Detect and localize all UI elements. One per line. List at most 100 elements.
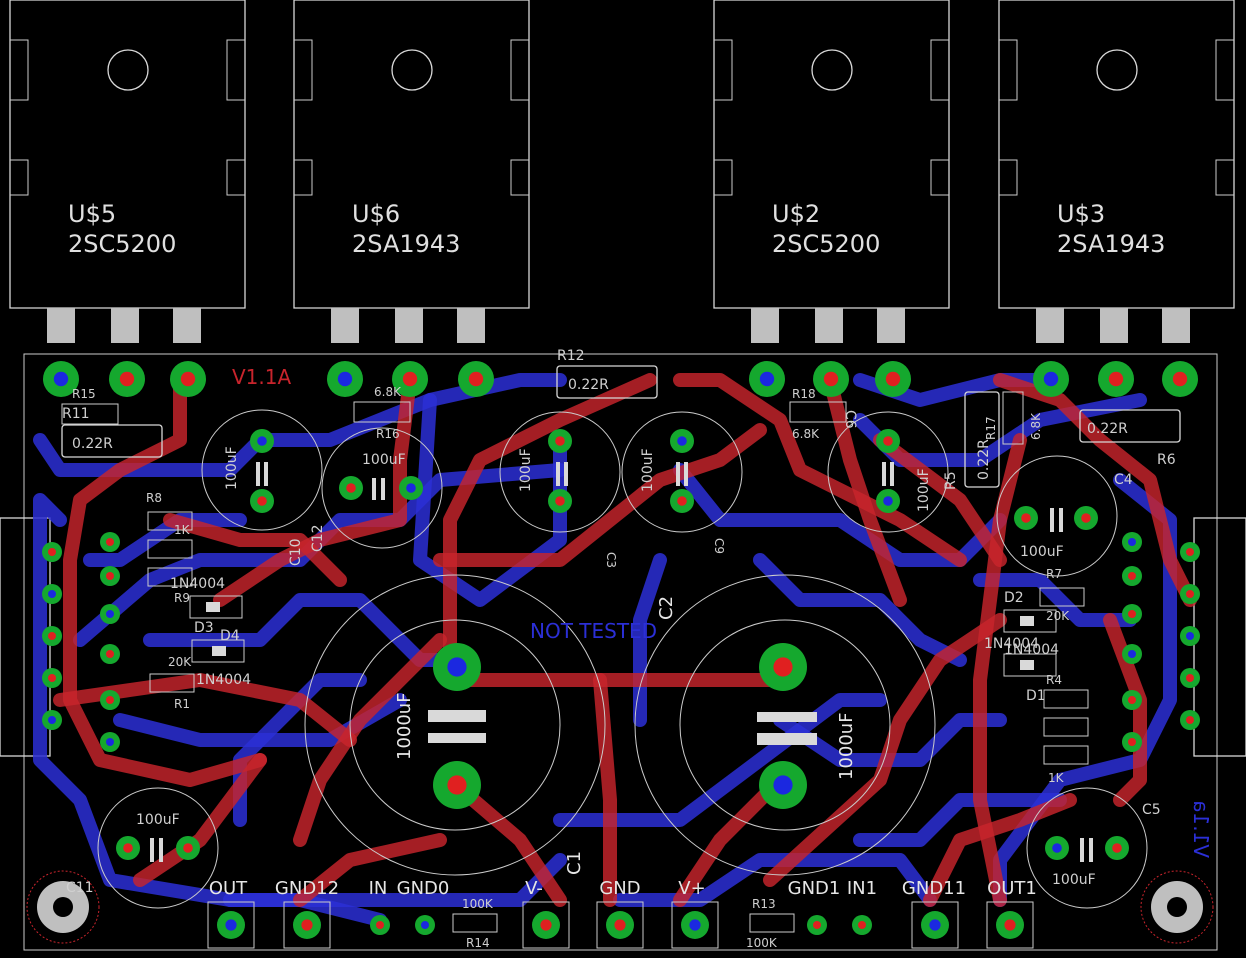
pad: [1074, 506, 1098, 530]
label-c12: C12: [310, 524, 326, 552]
transistor-u2: U$2 2SC5200: [713, 0, 950, 343]
pad: [399, 476, 423, 500]
diode-d1-body: [1003, 653, 1057, 677]
label-c11: C11: [66, 880, 94, 896]
label-r8: R8: [146, 491, 162, 505]
resistor-r4-body: [1043, 689, 1089, 709]
pad: [548, 429, 572, 453]
transistor-bodies: U$5 2SC5200 U$6 2SA1943 U$2: [9, 0, 1235, 343]
label-r5: R5: [943, 471, 959, 490]
pad: [43, 361, 79, 397]
pad: [996, 911, 1024, 939]
u3-ref: U$3: [1057, 200, 1105, 228]
pad: [100, 732, 120, 752]
silkscreen-labels: R12 0.22R R11 0.22R R6 0.22R R5 0.22R R1…: [62, 348, 1213, 950]
pad: [876, 489, 900, 513]
pad: [876, 429, 900, 453]
label-version-top-red: V1.1A: [232, 365, 291, 389]
pad: [1122, 732, 1142, 752]
pad: [176, 836, 200, 860]
connector-label: GND1: [788, 878, 841, 899]
transistor-u6: U$6 2SA1943: [293, 0, 530, 343]
pad: [759, 761, 807, 809]
diode-d2-body: [1003, 609, 1057, 633]
pad: [250, 489, 274, 513]
u2-part: 2SC5200: [772, 230, 880, 258]
label-d2-value: 1N4004: [984, 636, 1039, 652]
connector-label: IN: [369, 878, 388, 899]
label-r18-value: 6.8K: [792, 427, 820, 441]
resistor-r15-body: [61, 403, 119, 425]
pad: [532, 911, 560, 939]
pad: [100, 644, 120, 664]
label-c6-value: 100uF: [916, 468, 932, 512]
resistor-r7-body: [1039, 587, 1085, 607]
resistor-r13-body: [749, 913, 795, 933]
label-c10-value: 100uF: [224, 446, 240, 490]
pad: [670, 489, 694, 513]
board-outline: [23, 353, 1218, 951]
label-1k-right: 1K: [1048, 771, 1065, 785]
pad: [170, 361, 206, 397]
label-r18: R18: [792, 387, 816, 401]
pad: [1045, 836, 1069, 860]
cap-c1-outline: [304, 574, 606, 876]
pad: [392, 361, 428, 397]
pad: [1033, 361, 1069, 397]
label-version-bottom-blue: V1.1a: [1189, 800, 1213, 858]
label-r16-value: 6.8K: [374, 385, 402, 399]
label-r15: R15: [72, 387, 96, 401]
pad: [670, 429, 694, 453]
label-d2: D2: [1004, 590, 1024, 606]
diode-d3-body: [189, 595, 243, 619]
label-r16: R16: [376, 427, 400, 441]
pads-layer: [42, 361, 1200, 939]
cap-c6-outline: [827, 411, 949, 533]
label-r11: R11: [62, 406, 90, 422]
pad: [1122, 604, 1142, 624]
label-r13: R13: [752, 897, 776, 911]
mounting-hole-right: [1140, 870, 1214, 944]
transistor-u3: U$3 2SA1943: [998, 0, 1235, 343]
resistor-r8-body: [147, 511, 193, 531]
resistor-r14-body: [452, 913, 498, 933]
cap-c4-outline: [996, 455, 1118, 577]
pad: [1180, 542, 1200, 562]
pad: [759, 643, 807, 691]
label-c3-value: 100uF: [518, 448, 534, 492]
label-r6: R6: [1157, 452, 1176, 468]
pad: [1180, 626, 1200, 646]
u5-part: 2SC5200: [68, 230, 176, 258]
pad: [1122, 644, 1142, 664]
pad: [1180, 668, 1200, 688]
cap-c3-outline: [499, 411, 621, 533]
pad: [100, 604, 120, 624]
pad: [339, 476, 363, 500]
label-r1: R1: [174, 697, 190, 711]
label-c1: C1: [564, 851, 585, 875]
pad: [217, 911, 245, 939]
label-1k-left: 1K: [174, 523, 191, 537]
label-r13-value: 100K: [746, 936, 778, 950]
label-r7: R7: [1046, 567, 1062, 581]
connector-label: GND0: [397, 878, 450, 899]
pad: [548, 489, 572, 513]
label-r11-value: 0.22R: [72, 436, 113, 452]
pad: [1122, 532, 1142, 552]
pad: [1098, 361, 1134, 397]
label-c9: C9: [712, 538, 726, 554]
pad: [42, 626, 62, 646]
pad: [1180, 584, 1200, 604]
label-r14-value: 100K: [462, 897, 494, 911]
label-d1: D1: [1026, 688, 1046, 704]
connector-label: V-: [525, 878, 543, 899]
pad: [852, 915, 872, 935]
top-copper-layer: [53, 373, 1197, 907]
label-r1-value: 20K: [168, 655, 192, 669]
label-c12-value: 100uF: [362, 452, 406, 468]
cap-c2-outline: [634, 574, 936, 876]
pad: [921, 911, 949, 939]
pad: [433, 643, 481, 691]
label-r12: R12: [557, 348, 585, 364]
pad: [1180, 710, 1200, 730]
